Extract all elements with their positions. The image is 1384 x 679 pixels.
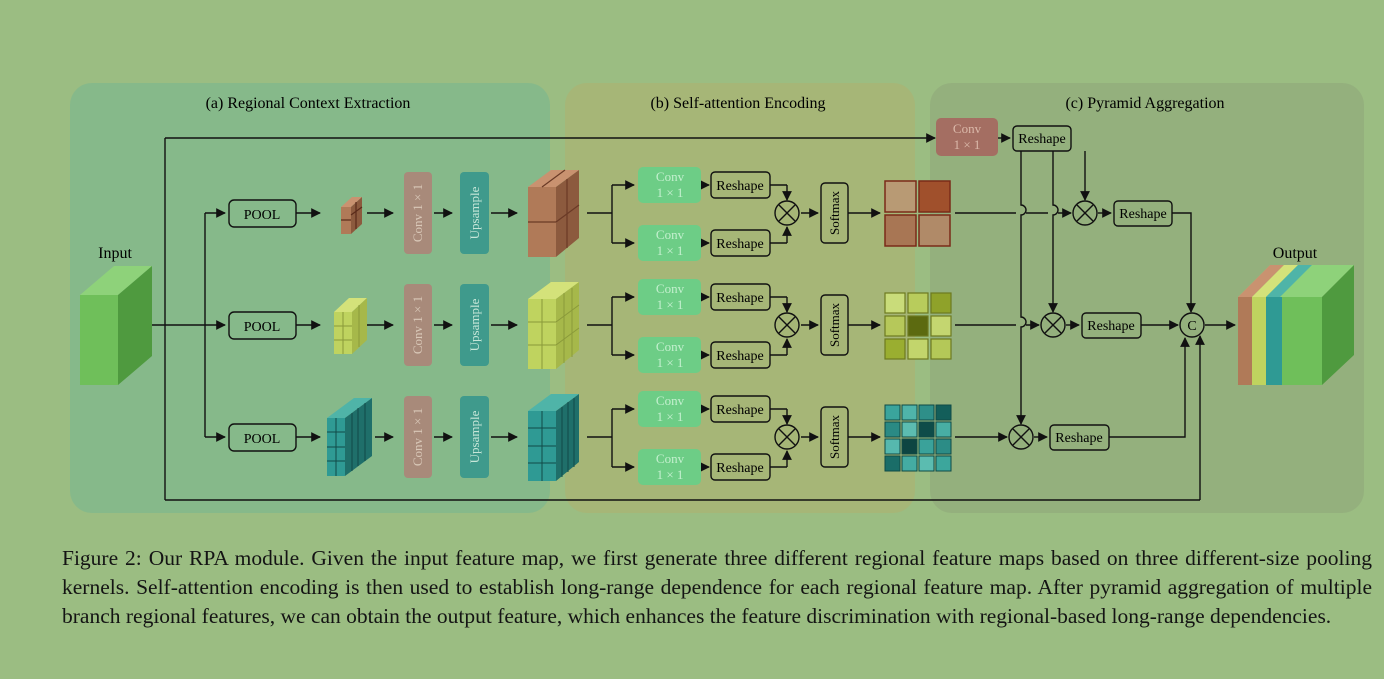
conv-label: Conv 1 × 1 bbox=[410, 408, 425, 466]
conv-block bbox=[404, 396, 432, 478]
conv-small-label: Conv bbox=[656, 227, 685, 242]
branch-2: POOL Conv 1 × 1 Upsample bbox=[228, 279, 952, 373]
conv-small-label: 1 × 1 bbox=[657, 409, 684, 424]
reshape-box bbox=[710, 283, 771, 311]
conv-small-bottom bbox=[638, 225, 701, 261]
reshape-label: Reshape bbox=[1018, 132, 1065, 147]
panel-b-title: (b) Self-attention Encoding bbox=[650, 95, 825, 112]
rpa-diagram: (a) Regional Context Extraction (b) Self… bbox=[70, 83, 1364, 513]
attention-map bbox=[884, 404, 952, 472]
reshape-label: Reshape bbox=[716, 461, 763, 476]
softmax-label: Softmax bbox=[827, 302, 842, 347]
conv-small-label: Conv bbox=[656, 169, 685, 184]
upsample-label: Upsample bbox=[467, 298, 482, 351]
figure-caption: Figure 2: Our RPA module. Given the inpu… bbox=[62, 546, 1372, 628]
panel-a-title: (a) Regional Context Extraction bbox=[206, 95, 411, 112]
upsample-label: Upsample bbox=[467, 410, 482, 463]
conv-top-skip bbox=[936, 118, 998, 156]
multiply-icon bbox=[774, 424, 800, 450]
conv-block bbox=[404, 284, 432, 366]
reshape-box bbox=[1012, 125, 1072, 152]
reshape-box bbox=[710, 171, 771, 199]
multiply-icon bbox=[1072, 200, 1098, 226]
reshape-box bbox=[710, 453, 771, 481]
reshape-box bbox=[1081, 312, 1142, 339]
pool-label: POOL bbox=[244, 320, 281, 335]
softmax-box bbox=[820, 294, 849, 356]
multiply-icon bbox=[774, 312, 800, 338]
softmax-box bbox=[820, 406, 849, 468]
conv-label: Conv 1 × 1 bbox=[410, 184, 425, 242]
reshape-box bbox=[710, 229, 771, 257]
concat-label: C bbox=[1187, 319, 1196, 334]
conv-small-bottom bbox=[638, 449, 701, 485]
conv-block bbox=[404, 172, 432, 254]
reshape-box bbox=[710, 395, 771, 423]
reshape-label: Reshape bbox=[716, 237, 763, 252]
branch-3: POOL Conv 1 × 1 Upsample bbox=[228, 391, 952, 485]
conv-small-bottom bbox=[638, 337, 701, 373]
pool-label: POOL bbox=[244, 208, 281, 223]
upsample-label: Upsample bbox=[467, 186, 482, 239]
output-label: Output bbox=[1273, 245, 1318, 262]
reshape-label: Reshape bbox=[1119, 207, 1166, 222]
reshape-label: Reshape bbox=[716, 179, 763, 194]
conv-small-label: 1 × 1 bbox=[657, 297, 684, 312]
conv-small-label: 1 × 1 bbox=[657, 355, 684, 370]
conv-small-label: Conv bbox=[656, 393, 685, 408]
attention-map bbox=[884, 180, 951, 247]
conv-small-label: 1 × 1 bbox=[657, 243, 684, 258]
conv-small-label: 1 × 1 bbox=[657, 185, 684, 200]
panel-c bbox=[930, 83, 1364, 513]
reshape-box bbox=[1049, 424, 1110, 451]
conv-top-label: Conv bbox=[953, 121, 982, 136]
concat-icon: C bbox=[1179, 312, 1205, 338]
conv-top-label: 1 × 1 bbox=[954, 137, 981, 152]
upsample-block bbox=[460, 172, 489, 254]
conv-small-label: 1 × 1 bbox=[657, 467, 684, 482]
conv-label: Conv 1 × 1 bbox=[410, 296, 425, 354]
upsample-block bbox=[460, 396, 489, 478]
conv-small-label: Conv bbox=[656, 451, 685, 466]
multiply-icon bbox=[1008, 424, 1034, 450]
input-cube bbox=[80, 266, 152, 385]
input-label: Input bbox=[98, 245, 132, 262]
conv-small-top bbox=[638, 391, 701, 427]
softmax-label: Softmax bbox=[827, 414, 842, 459]
output-cube bbox=[1238, 265, 1354, 385]
attention-map bbox=[884, 292, 952, 360]
multiply-icon bbox=[1040, 312, 1066, 338]
softmax-box bbox=[820, 182, 849, 244]
panel-c-title: (c) Pyramid Aggregation bbox=[1065, 95, 1224, 112]
conv-small-label: Conv bbox=[656, 339, 685, 354]
pool-label: POOL bbox=[244, 432, 281, 447]
softmax-label: Softmax bbox=[827, 190, 842, 235]
reshape-label: Reshape bbox=[1055, 431, 1102, 446]
branch-1: POOL Conv 1 × 1 Upsample bbox=[228, 167, 951, 261]
conv-small-top bbox=[638, 167, 701, 203]
reshape-box bbox=[710, 341, 771, 369]
reshape-label: Reshape bbox=[716, 291, 763, 306]
multiply-icon bbox=[774, 200, 800, 226]
reshape-label: Reshape bbox=[1087, 319, 1134, 334]
reshape-box bbox=[1113, 200, 1173, 227]
conv-small-top bbox=[638, 279, 701, 315]
reshape-label: Reshape bbox=[716, 349, 763, 364]
upsample-block bbox=[460, 284, 489, 366]
reshape-label: Reshape bbox=[716, 403, 763, 418]
conv-small-label: Conv bbox=[656, 281, 685, 296]
